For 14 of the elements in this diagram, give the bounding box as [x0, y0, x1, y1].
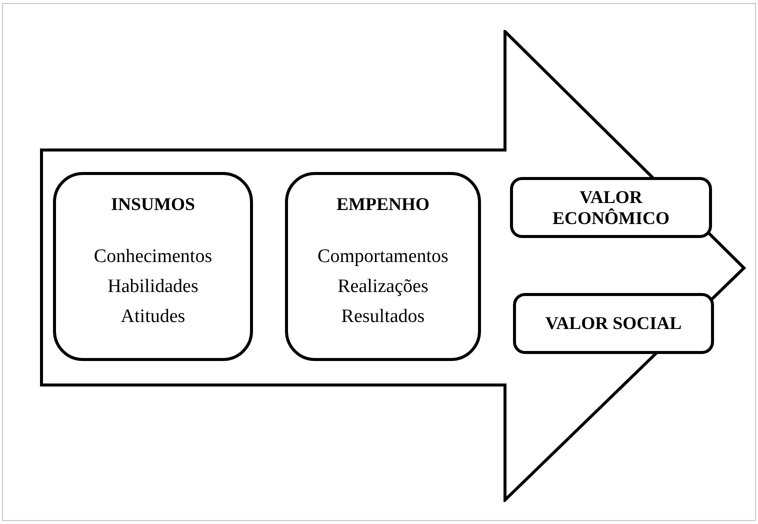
rounded-box: [53, 172, 253, 361]
rounded-box: [285, 172, 481, 361]
rounded-box: [510, 177, 712, 238]
rounded-box: [513, 293, 714, 354]
box-heading: EMPENHO: [336, 193, 430, 216]
box-label: VALOR SOCIAL: [544, 313, 683, 334]
box-heading: INSUMOS: [110, 193, 195, 216]
box-item: Conhecimentos: [94, 245, 212, 269]
box-item: Habilidades: [108, 275, 198, 299]
box-item: Comportamentos: [318, 245, 448, 269]
box-label: VALOR ECONÔMICO: [552, 186, 670, 228]
box-item: Atitudes: [120, 305, 186, 329]
box-item: Resultados: [341, 305, 425, 329]
box-item: Realizações: [338, 275, 428, 299]
